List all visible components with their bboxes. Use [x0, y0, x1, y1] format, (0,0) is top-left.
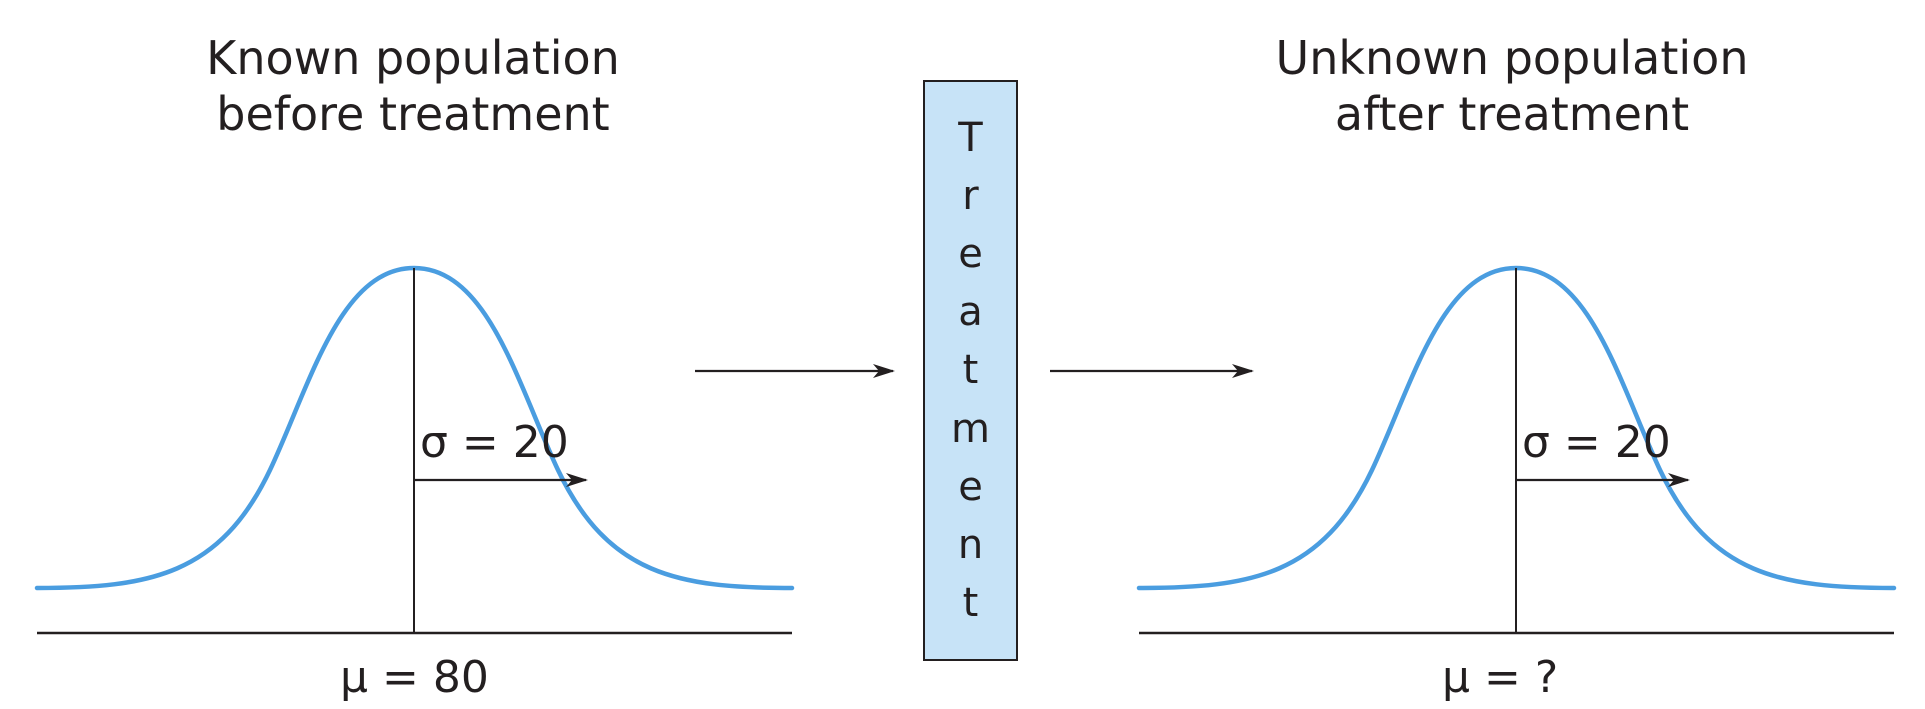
right-title-line-2: after treatment — [1334, 87, 1690, 141]
right-mean-label: μ = ? — [1442, 652, 1559, 703]
treatment-letter: T — [958, 115, 983, 162]
left-title-line-2: before treatment — [216, 87, 610, 141]
treatment-letter: t — [962, 347, 979, 394]
treatment-letter: m — [951, 405, 990, 452]
right-sigma-label: σ = 20 — [1522, 417, 1671, 468]
treatment-letter: t — [962, 579, 979, 626]
left-title-line-1: Known population — [206, 31, 620, 85]
treatment-letter: e — [958, 231, 983, 278]
treatment-box-fill — [923, 80, 1018, 661]
treatment-letter: e — [958, 463, 983, 510]
treatment-letter: n — [957, 521, 984, 568]
right-title-line-1: Unknown population — [1275, 31, 1749, 85]
left-mean-label: μ = 80 — [340, 652, 489, 703]
right-population-title: Unknown population after treatment — [1212, 30, 1812, 142]
left-population-title: Known population before treatment — [113, 30, 713, 142]
left-sigma-label: σ = 20 — [420, 417, 569, 468]
treatment-letter: r — [962, 173, 979, 220]
treatment-letter: a — [958, 289, 983, 336]
